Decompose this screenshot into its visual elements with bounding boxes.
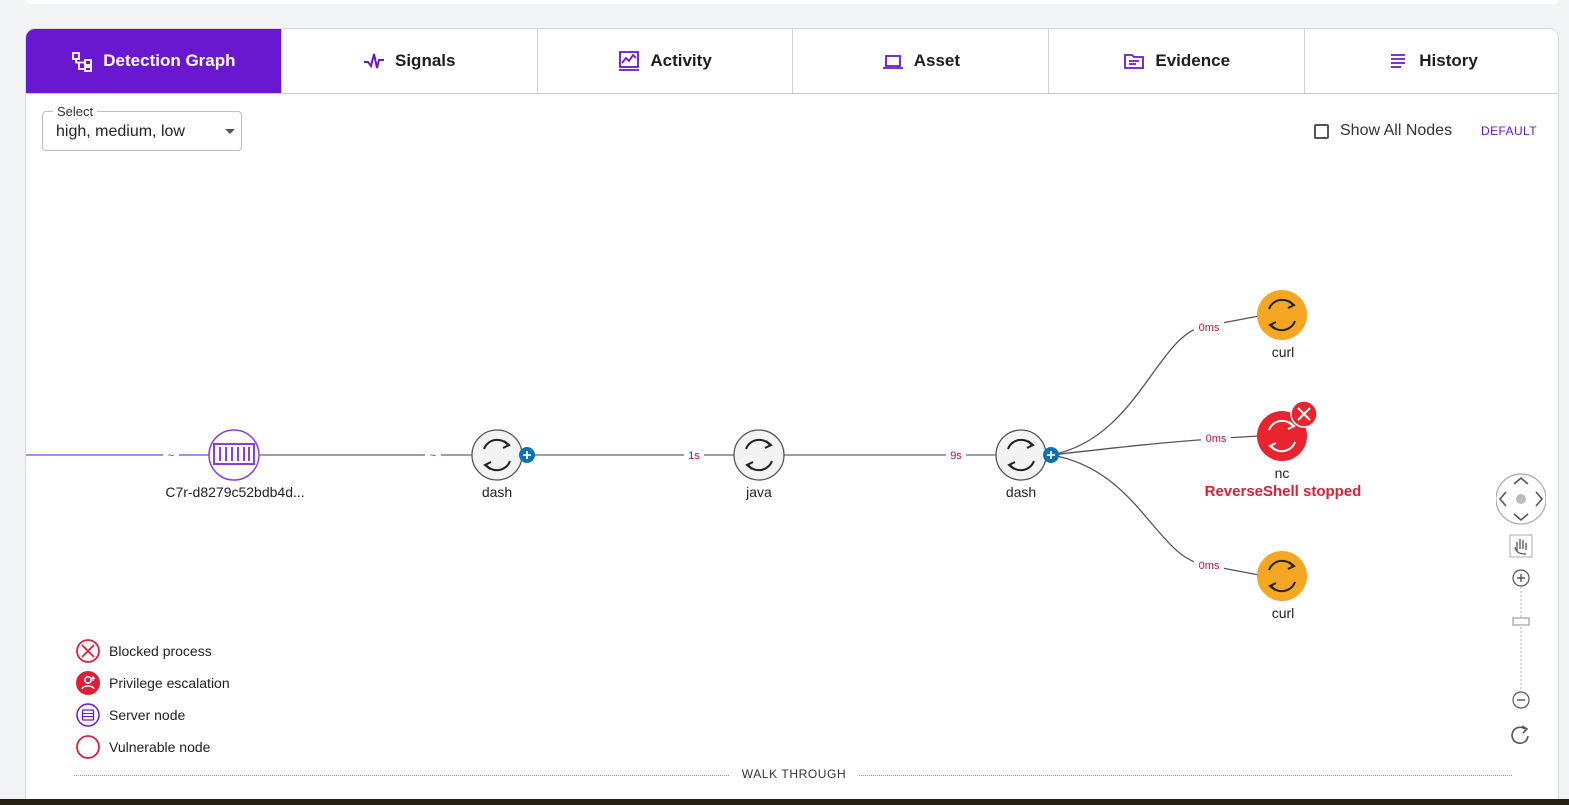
- process-icon: [745, 438, 773, 472]
- expand-node-button[interactable]: [1043, 447, 1059, 463]
- node-label: curl: [1272, 605, 1295, 621]
- detection-graph: ~ ~ 1s 9s 0ms 0ms 0ms: [26, 290, 1362, 621]
- tab-history[interactable]: History: [1305, 29, 1558, 93]
- list-icon: [1391, 54, 1406, 68]
- node-label: java: [745, 484, 772, 500]
- legend-item: Blocked process: [76, 635, 230, 667]
- divider-line: [74, 775, 729, 776]
- vulnerable-node-icon: [76, 735, 100, 759]
- node-status: ReverseShell stopped: [1205, 483, 1362, 500]
- folder-icon: [1124, 54, 1145, 69]
- show-all-nodes-label: Show All Nodes: [1340, 122, 1453, 139]
- process-icon: [1007, 438, 1035, 472]
- edge-label: 1s: [688, 450, 700, 462]
- graph-node-curl-1[interactable]: [1257, 290, 1307, 340]
- privilege-escalation-icon: [76, 671, 100, 695]
- graph-node-curl-2[interactable]: [1257, 551, 1307, 601]
- server-node-icon: [76, 703, 100, 727]
- pan-left-icon[interactable]: [1498, 491, 1507, 507]
- pulse-icon: [364, 53, 384, 69]
- walkthrough-button[interactable]: WALK THROUGH: [739, 767, 849, 781]
- legend-item: Vulnerable node: [76, 731, 230, 763]
- legend-item: Privilege escalation: [76, 667, 230, 699]
- graph-node-java[interactable]: [733, 429, 785, 481]
- bottom-bar: [0, 799, 1569, 805]
- tab-label: Signals: [395, 51, 456, 70]
- tab-bar: Detection Graph Signals Activity Asset E…: [26, 29, 1558, 94]
- select-label: Select: [53, 104, 98, 119]
- blocked-icon: [76, 639, 100, 663]
- show-all-nodes-checkbox[interactable]: [1314, 123, 1329, 139]
- blocked-icon: [1290, 400, 1318, 428]
- edge-label: 9s: [950, 450, 962, 462]
- laptop-icon: [882, 55, 903, 69]
- tab-asset[interactable]: Asset: [793, 29, 1050, 93]
- tab-label: Evidence: [1155, 51, 1231, 70]
- node-label: dash: [482, 484, 512, 500]
- top-strip: [26, 0, 1559, 4]
- graph-node-dash-2[interactable]: [995, 429, 1047, 481]
- select-value: high, medium, low: [56, 123, 185, 140]
- reset-view-icon[interactable]: [1511, 725, 1529, 745]
- legend-label: Privilege escalation: [109, 675, 230, 691]
- graph-edge: [1050, 315, 1260, 456]
- pan-up-icon[interactable]: [1513, 476, 1529, 485]
- edge-label: 0ms: [1199, 322, 1220, 334]
- zoom-out-icon[interactable]: [1512, 691, 1530, 709]
- container-icon: [213, 443, 255, 465]
- graph-node-container[interactable]: [208, 429, 260, 481]
- caret-down-icon: [225, 129, 235, 134]
- show-all-nodes-toggle[interactable]: Show All Nodes: [1314, 122, 1452, 140]
- pan-control[interactable]: [1496, 473, 1546, 525]
- legend: Blocked process Privilege escalation Ser…: [76, 635, 230, 763]
- process-icon: [1268, 559, 1296, 593]
- graph-icon: [72, 52, 93, 72]
- tab-detection-graph[interactable]: Detection Graph: [26, 29, 282, 93]
- severity-select[interactable]: Select high, medium, low: [42, 104, 242, 151]
- tab-label: Activity: [650, 51, 712, 70]
- tab-activity[interactable]: Activity: [538, 29, 794, 93]
- pan-right-icon[interactable]: [1535, 491, 1544, 507]
- legend-label: Blocked process: [109, 643, 212, 659]
- hand-tool-icon[interactable]: [1509, 534, 1533, 558]
- graph-edge: [1050, 454, 1260, 576]
- tab-evidence[interactable]: Evidence: [1049, 29, 1306, 93]
- process-icon: [1268, 419, 1296, 453]
- node-label: curl: [1272, 344, 1295, 360]
- node-label: dash: [1006, 484, 1036, 500]
- expand-node-button[interactable]: [519, 447, 535, 463]
- pan-down-icon[interactable]: [1513, 513, 1529, 522]
- edge-label: ~: [430, 450, 436, 462]
- process-icon: [1268, 298, 1296, 332]
- zoom-in-icon[interactable]: [1512, 569, 1530, 587]
- default-button[interactable]: DEFAULT: [1481, 124, 1537, 138]
- process-icon: [483, 438, 511, 472]
- node-label: C7r-d8279c52bdb4d...: [165, 484, 304, 500]
- tab-label: Detection Graph: [103, 51, 236, 70]
- node-label: nc: [1275, 465, 1290, 481]
- graph-node-dash-1[interactable]: [471, 429, 523, 481]
- legend-label: Vulnerable node: [109, 739, 211, 755]
- zoom-slider-handle[interactable]: [1512, 617, 1530, 626]
- tab-label: History: [1419, 51, 1478, 70]
- edge-label: 0ms: [1199, 560, 1220, 572]
- activity-chart-icon: [619, 51, 640, 71]
- edge-label: 0ms: [1206, 433, 1227, 445]
- legend-item: Server node: [76, 699, 230, 731]
- tab-label: Asset: [913, 51, 961, 70]
- graph-navigation-controls: [1496, 473, 1546, 745]
- divider-line: [859, 775, 1512, 776]
- detection-panel: Detection Graph Signals Activity Asset E…: [25, 28, 1559, 805]
- legend-label: Server node: [109, 707, 186, 723]
- tab-signals[interactable]: Signals: [282, 29, 538, 93]
- edge-label: ~: [168, 450, 174, 462]
- walkthrough-divider: WALK THROUGH: [74, 767, 1512, 783]
